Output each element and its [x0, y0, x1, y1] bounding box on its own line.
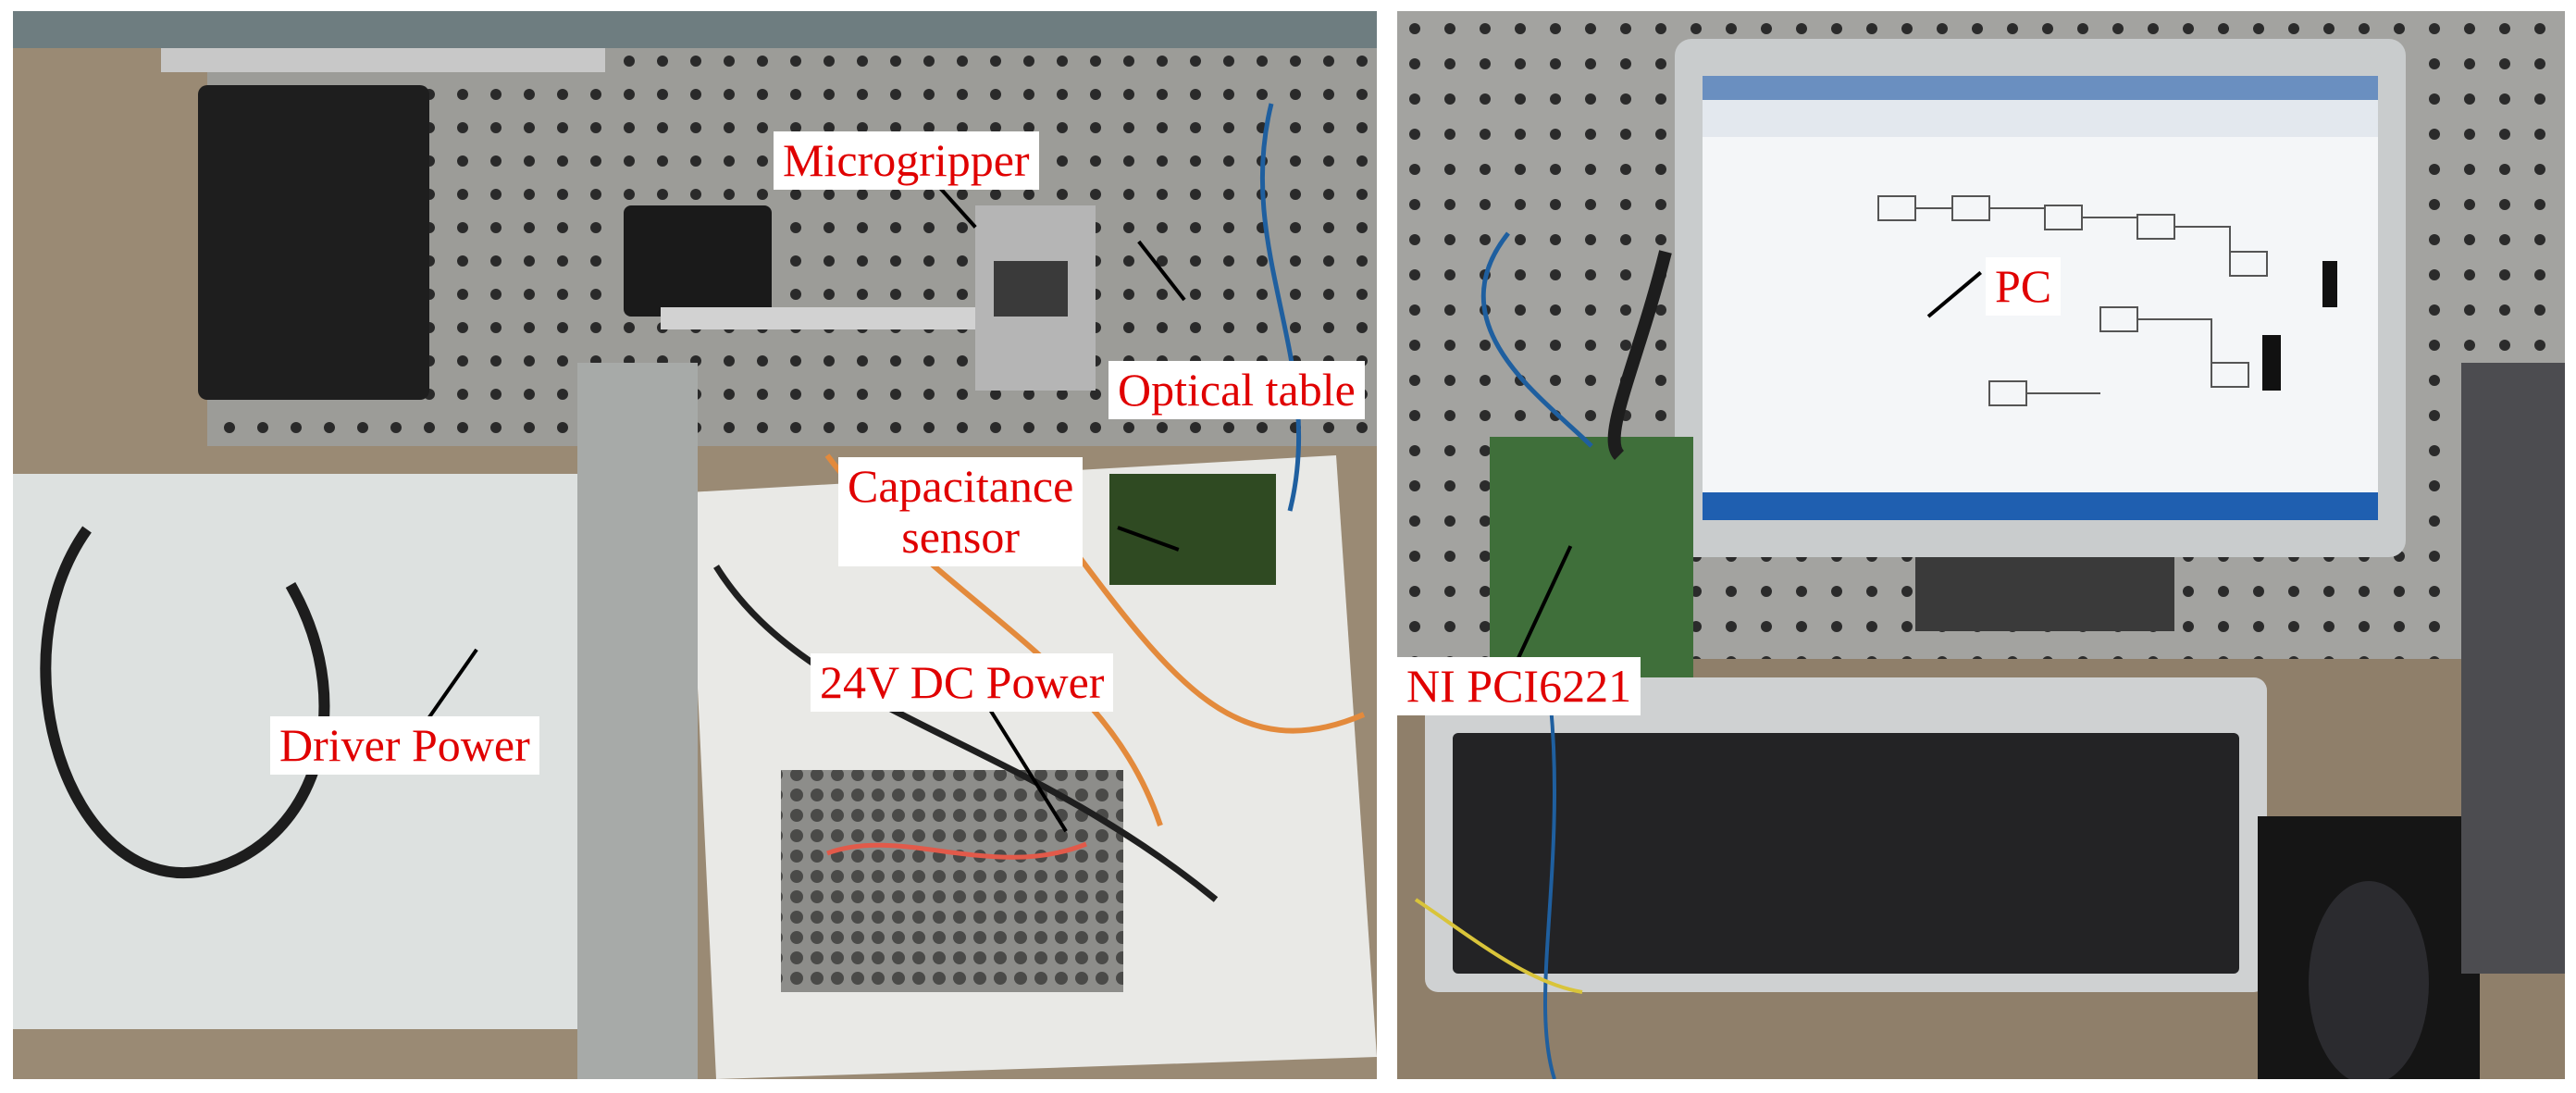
block-diagram [1877, 195, 2268, 406]
label-capacitance-sensor: Capacitance sensor [838, 457, 1084, 566]
microscope-body [198, 85, 429, 400]
label-driver-power: Driver Power [270, 716, 539, 775]
keyboard-keys [1453, 733, 2239, 974]
black-block [624, 205, 772, 317]
monitor-stand [1915, 557, 2174, 631]
label-dc-power: 24V DC Power [811, 653, 1114, 712]
cable [1259, 103, 1302, 512]
screen-taskbar [1703, 492, 2378, 520]
cable [40, 526, 330, 879]
label-capacitance-line1: Capacitance [848, 460, 1074, 512]
label-optical-table: Optical table [1108, 361, 1365, 419]
screen-titlebar [1703, 76, 2378, 100]
label-microgripper: Microgripper [774, 131, 1039, 190]
right-photo-panel: PC NI PCI6221 [1397, 11, 2565, 1079]
label-capacitance-line2: sensor [901, 511, 1021, 563]
scope-block [2262, 335, 2281, 391]
screen-toolbar [1703, 100, 2378, 137]
right-photo-illustration [1397, 11, 2565, 1079]
cable [1480, 231, 1593, 448]
cable [826, 841, 1087, 860]
terminal-board [1490, 437, 1693, 677]
glass-edge [13, 11, 1377, 48]
chair [2461, 363, 2565, 974]
cable [1543, 658, 1556, 1079]
left-photo-panel: Microgripper Optical table Capacitance s… [13, 11, 1377, 1079]
driver-power-front [577, 363, 698, 1079]
mouse [2309, 881, 2429, 1079]
scope-block [2322, 261, 2337, 307]
cable [1607, 250, 1672, 460]
stand-rod [161, 48, 605, 72]
label-pc: PC [1986, 257, 2062, 316]
cable [1414, 898, 1583, 994]
label-ni-pci6221: NI PCI6221 [1397, 657, 1641, 715]
sensor-board [1109, 474, 1276, 585]
dc-power-supply [781, 770, 1123, 992]
left-photo-illustration [13, 11, 1377, 1079]
cable [713, 565, 1219, 902]
gripper-mechanism [994, 261, 1068, 317]
cable [1056, 528, 1366, 734]
